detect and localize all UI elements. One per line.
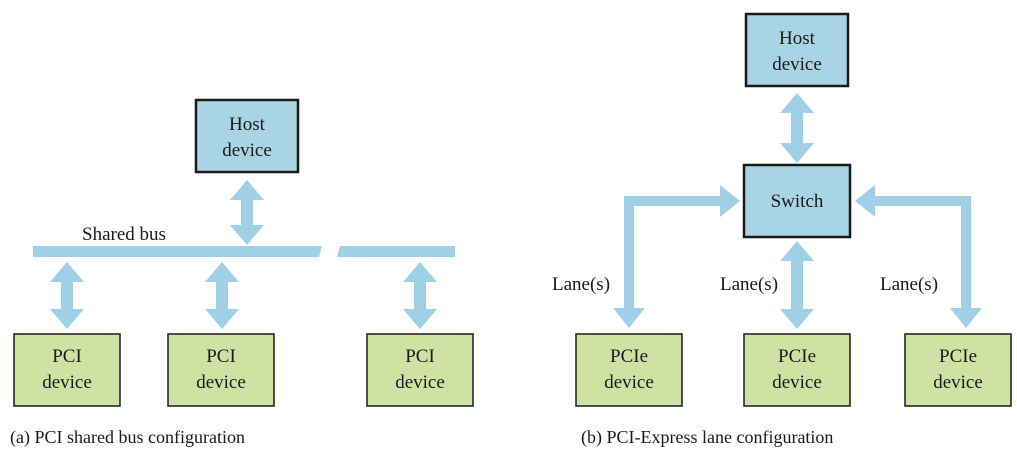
pcie-device-2-line2: device xyxy=(772,372,822,393)
pcie-device-1-line2: device xyxy=(604,372,654,393)
switch-box xyxy=(742,163,852,239)
right-host-box xyxy=(744,12,850,88)
lane-label-3: Lane(s) xyxy=(880,274,938,295)
right-host-label-line2: device xyxy=(772,54,822,75)
pcie-device-2-line1: PCIe xyxy=(778,346,816,367)
lane-label-1: Lane(s) xyxy=(552,274,610,295)
pci-device-2-line1: PCI xyxy=(206,346,236,367)
pcie-device-3-line2: device xyxy=(933,372,983,393)
shared-bus-segment-2 xyxy=(337,246,455,257)
lane-label-2: Lane(s) xyxy=(720,274,778,295)
pci-shared-bus-diagram: Host device Shared bus PCI device PCI de… xyxy=(10,98,474,448)
lane-arrow-right xyxy=(855,185,982,328)
left-device-arrow-1 xyxy=(50,262,84,329)
pci-device-1-line2: device xyxy=(42,372,92,393)
left-device-arrow-2 xyxy=(205,262,239,329)
shared-bus-label: Shared bus xyxy=(82,224,166,245)
pcie-device-box-3 xyxy=(904,333,1012,407)
pcie-device-1-line1: PCIe xyxy=(610,346,648,367)
shared-bus-segment-1 xyxy=(33,246,322,257)
left-host-box xyxy=(194,98,300,174)
pci-device-3-line1: PCI xyxy=(405,346,435,367)
pci-device-box-2 xyxy=(167,333,275,407)
pci-device-3-line2: device xyxy=(395,372,445,393)
pci-device-2-line2: device xyxy=(196,372,246,393)
left-device-arrow-3 xyxy=(403,262,437,329)
host-switch-arrow xyxy=(780,93,814,163)
pci-device-box-3 xyxy=(366,333,474,407)
switch-label: Switch xyxy=(771,191,824,212)
pci-device-box-1 xyxy=(13,333,121,407)
lane-arrow-left xyxy=(613,185,740,328)
pcie-device-box-1 xyxy=(575,333,683,407)
left-host-label-line2: device xyxy=(222,140,272,161)
pcie-lane-diagram: Host device Switch Lane(s) Lane(s) Lane(… xyxy=(552,12,1012,448)
right-host-label-line1: Host xyxy=(779,28,816,49)
lane-arrow-middle xyxy=(780,241,814,329)
right-caption: (b) PCI-Express lane configuration xyxy=(581,427,833,448)
left-host-bus-arrow xyxy=(230,180,264,245)
pci-device-1-line1: PCI xyxy=(52,346,82,367)
left-host-label-line1: Host xyxy=(229,114,266,135)
pcie-device-3-line1: PCIe xyxy=(939,346,977,367)
left-caption: (a) PCI shared bus configuration xyxy=(10,427,245,448)
pcie-device-box-2 xyxy=(743,333,851,407)
